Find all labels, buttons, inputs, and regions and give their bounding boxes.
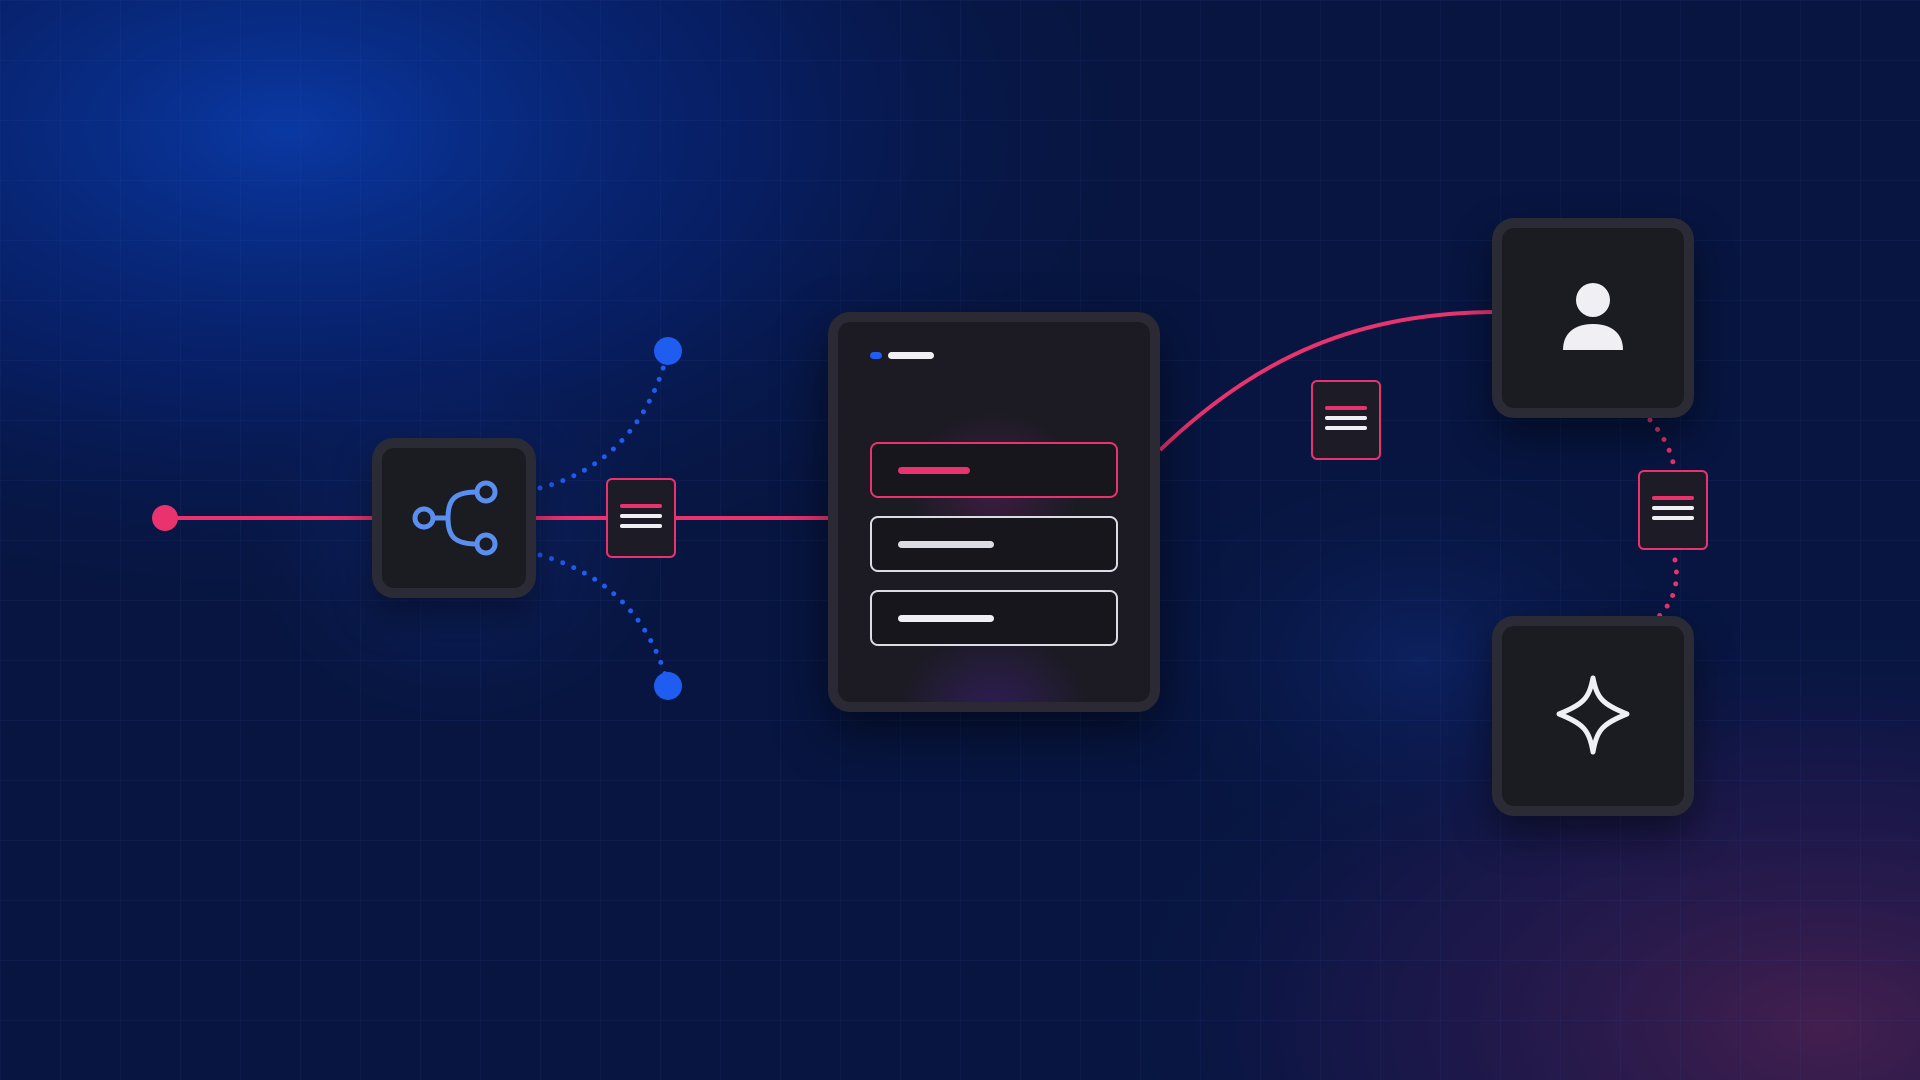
output-curve-line (1158, 310, 1501, 452)
document-line (620, 524, 662, 528)
branch-path-bottom (537, 552, 671, 687)
document-line (1652, 506, 1694, 510)
branch-node[interactable] (372, 438, 536, 598)
field-placeholder-bar (898, 615, 994, 622)
form-panel[interactable] (828, 312, 1160, 712)
panel-header-dot (870, 352, 882, 359)
document-line (1652, 516, 1694, 520)
panel-header-bar (888, 352, 934, 359)
document-badge-middle[interactable] (1311, 380, 1381, 460)
branch-share-icon (412, 480, 498, 556)
form-field-active[interactable] (870, 442, 1118, 498)
field-placeholder-bar (898, 541, 994, 548)
sparkle-node[interactable] (1492, 616, 1694, 816)
form-field[interactable] (870, 516, 1118, 572)
document-line (1325, 416, 1367, 420)
form-field[interactable] (870, 590, 1118, 646)
person-icon (1563, 283, 1623, 350)
document-line (1325, 426, 1367, 430)
branch-path-top (537, 349, 671, 491)
document-badge-right[interactable] (1638, 470, 1708, 550)
document-line-accent (1325, 406, 1367, 410)
branch-end-dot-top (654, 337, 682, 365)
person-node[interactable] (1492, 218, 1694, 418)
document-badge-left[interactable] (606, 478, 676, 558)
field-placeholder-bar (898, 467, 970, 474)
input-start-dot (152, 505, 178, 531)
document-line-accent (1652, 496, 1694, 500)
document-line (620, 514, 662, 518)
document-line-accent (620, 504, 662, 508)
right-dotted-connector (1647, 417, 1679, 623)
branch-end-dot-bottom (654, 672, 682, 700)
sparkle-star-icon (1556, 675, 1630, 755)
